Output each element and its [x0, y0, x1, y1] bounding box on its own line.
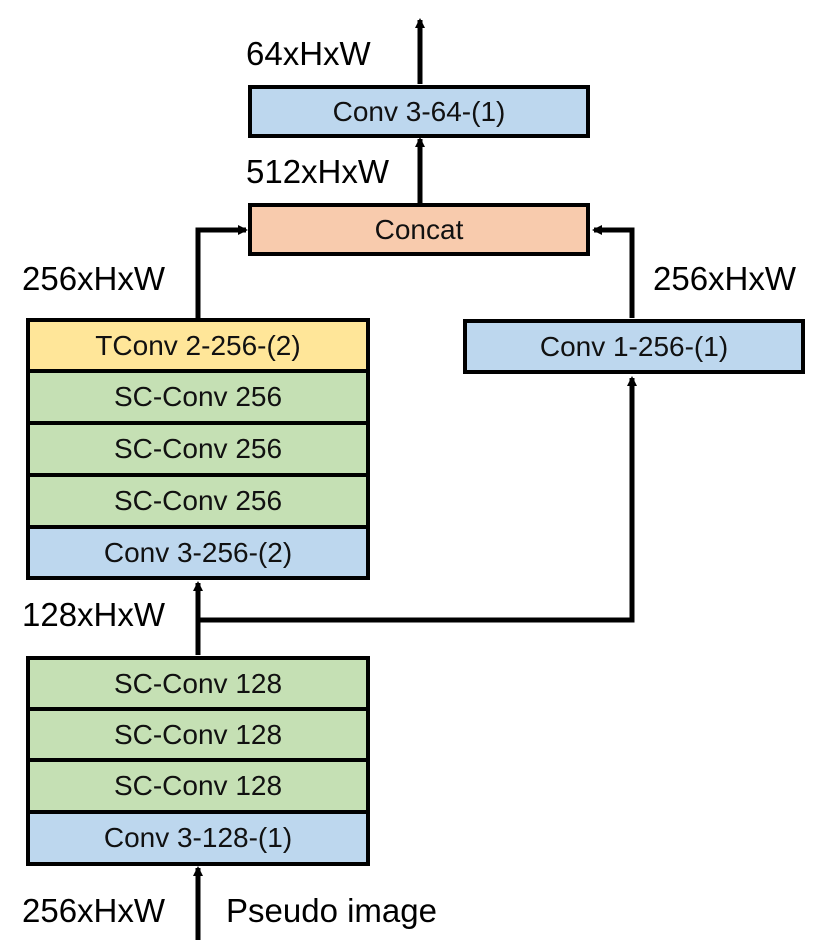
- input-name-label: Pseudo image: [226, 892, 437, 929]
- sc-conv-128-row: SC-Conv 128: [30, 660, 366, 707]
- sc-conv-256-label: SC-Conv 256: [113, 381, 283, 412]
- conv3-256-row: Conv 3-256-(2): [30, 529, 366, 576]
- sc-conv-256-row: SC-Conv 256: [30, 477, 366, 525]
- tconv-label: TConv 2-256-(2): [95, 329, 301, 361]
- conv-side-label: Conv 1-256-(1): [539, 330, 729, 362]
- conv-side-box: Conv 1-256-(1): [463, 319, 805, 374]
- lower-block: SC-Conv 128 SC-Conv 128 SC-Conv 128 Conv…: [26, 656, 370, 866]
- conv3-256-label: Conv 3-256-(2): [103, 536, 293, 568]
- concat-shape-label: 512xHxW: [246, 153, 390, 190]
- sc-conv-256-row: SC-Conv 256: [30, 373, 366, 421]
- sc-conv-128-label: SC-Conv 128: [113, 667, 283, 699]
- conv3-128-label: Conv 3-128-(1): [103, 822, 293, 853]
- input-shape-label: 256xHxW: [22, 892, 166, 929]
- sc-conv-128-row: SC-Conv 128: [30, 711, 366, 758]
- sc-conv-128-row: SC-Conv 128: [30, 762, 366, 810]
- sc-conv-128-label: SC-Conv 128: [113, 718, 283, 750]
- conv3-128-row: Conv 3-128-(1): [30, 814, 366, 862]
- branch-line: [198, 376, 637, 623]
- tconv-row: TConv 2-256-(2): [30, 322, 366, 369]
- upper-left-shape-label: 256xHxW: [22, 260, 166, 297]
- concat-label: Concat: [374, 213, 464, 245]
- output-shape-label: 64xHxW: [246, 35, 371, 72]
- upper-right-shape-label: 256xHxW: [653, 260, 797, 297]
- conv-out-label: Conv 3-64-(1): [332, 95, 506, 127]
- mid-shape-label: 128xHxW: [22, 596, 166, 633]
- sc-conv-256-label: SC-Conv 256: [113, 433, 283, 464]
- sc-conv-256-label: SC-Conv 256: [113, 485, 283, 516]
- upper-to-concat-arrow: [195, 225, 248, 318]
- side-to-concat-arrow: [592, 225, 635, 318]
- sc-conv-256-row: SC-Conv 256: [30, 425, 366, 473]
- upper-block: TConv 2-256-(2) SC-Conv 256 SC-Conv 256 …: [26, 318, 370, 580]
- sc-conv-128-label: SC-Conv 128: [113, 770, 283, 801]
- concat-box: Concat: [248, 203, 590, 256]
- conv-out-box: Conv 3-64-(1): [248, 85, 590, 138]
